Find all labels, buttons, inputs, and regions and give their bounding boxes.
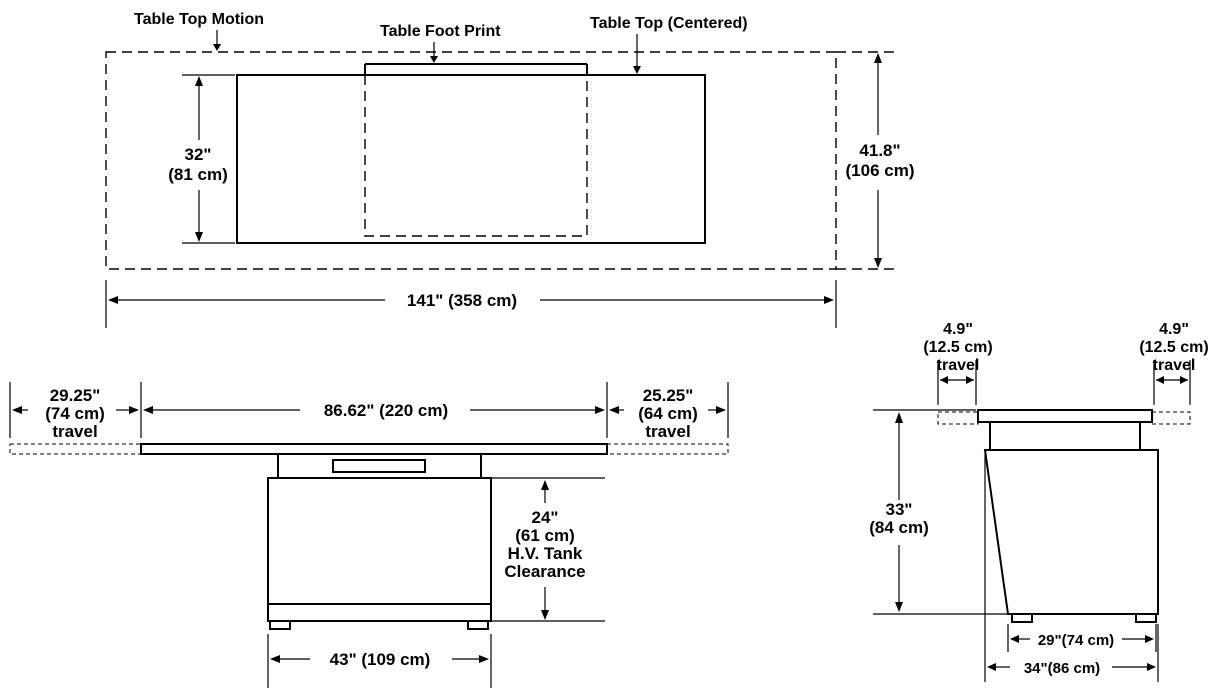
dim-clearance-in: 24" xyxy=(532,508,559,527)
dim-clearance-cm: (61 cm) xyxy=(515,526,575,545)
dim-right-travel-cm: (64 cm) xyxy=(638,404,698,423)
label-table-foot-print: Table Foot Print xyxy=(380,23,501,40)
side-base-cabinet xyxy=(267,477,492,622)
end-left-travel-cm: (12.5 cm) xyxy=(923,339,992,356)
dim-left-travel-in: 29.25" xyxy=(50,386,101,405)
dim-motion-length: 141" (358 cm) xyxy=(407,291,517,310)
end-height-in: 33" xyxy=(886,500,913,519)
dim-base-length: 43" (109 cm) xyxy=(330,650,431,669)
end-left-travel-in: 4.9" xyxy=(943,321,973,338)
left-travel-extension xyxy=(9,443,142,455)
label-table-top-centered: Table Top (Centered) xyxy=(590,15,748,32)
label-table-top-motion: Table Top Motion xyxy=(134,11,264,28)
end-height-cm: (84 cm) xyxy=(869,518,929,537)
dim-left-travel-word: travel xyxy=(52,422,97,441)
table-top-outline xyxy=(236,74,706,244)
dim-width-cm: (81 cm) xyxy=(168,165,228,184)
dim-right-travel-word: travel xyxy=(645,422,690,441)
dim-right-travel-in: 25.25" xyxy=(643,386,694,405)
table-footprint-outline xyxy=(364,75,588,237)
side-view: 29.25" (74 cm) travel 86.62" (220 cm) 25… xyxy=(9,382,729,688)
table-top-motion-envelope xyxy=(105,51,837,270)
dim-top-length: 86.62" (220 cm) xyxy=(324,401,448,420)
right-travel-extension xyxy=(606,443,729,455)
side-pedestal xyxy=(277,453,482,479)
end-view: 4.9" (12.5 cm) travel 4.9" (12.5 cm) tra… xyxy=(869,321,1209,682)
end-right-travel-in: 4.9" xyxy=(1159,321,1189,338)
end-left-travel-word: travel xyxy=(937,357,980,374)
dim-motion-height-in: 41.8" xyxy=(859,141,900,160)
side-table-top xyxy=(140,443,608,455)
dim-width-in: 32" xyxy=(185,145,212,164)
top-view: Table Top Motion Table Foot Print Table … xyxy=(105,11,915,328)
end-base-inner: 29"(74 cm) xyxy=(1038,632,1114,649)
end-right-travel xyxy=(1151,411,1191,425)
end-right-travel-word: travel xyxy=(1153,357,1196,374)
dim-left-travel-cm: (74 cm) xyxy=(45,404,105,423)
dim-clearance-l1: H.V. Tank xyxy=(508,544,583,563)
end-body xyxy=(983,449,1159,615)
end-right-travel-cm: (12.5 cm) xyxy=(1139,339,1208,356)
end-left-travel xyxy=(937,411,979,425)
dim-motion-height-cm: (106 cm) xyxy=(846,161,915,180)
end-base-outer: 34"(86 cm) xyxy=(1024,660,1100,677)
dim-clearance-l2: Clearance xyxy=(504,562,585,581)
